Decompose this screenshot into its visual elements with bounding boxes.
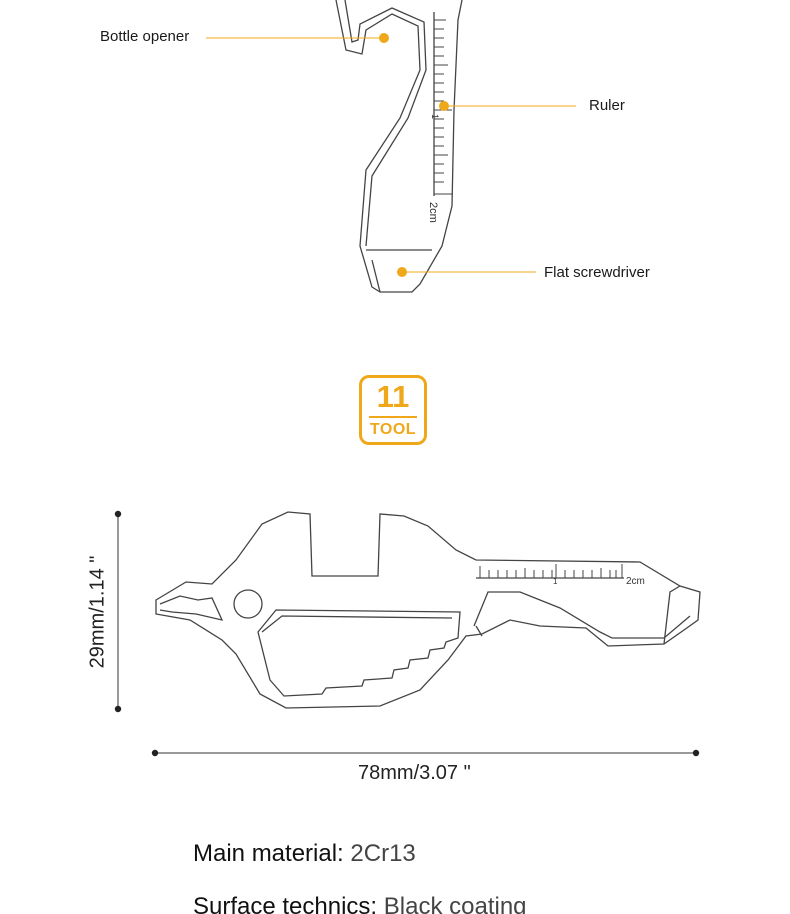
ruler-mark-1-top: 1	[430, 114, 440, 119]
callout-bottle-opener: Bottle opener	[100, 28, 190, 45]
ruler-mark-2cm-bottom: 2cm	[626, 576, 645, 587]
spec-row-surface: Surface technics: Black coating	[193, 893, 527, 914]
ruler-dot	[439, 101, 449, 111]
height-dimension-label: 29mm/1.14 "	[86, 555, 109, 669]
callout-ruler: Ruler	[589, 97, 625, 114]
badge-divider	[369, 416, 417, 418]
bottle-opener-dot	[379, 33, 389, 43]
screwdriver-dot	[397, 267, 407, 277]
spec-label: Main material:	[193, 840, 344, 867]
callout-flat-screwdriver: Flat screwdriver	[544, 264, 650, 281]
tool-count-badge: 11 TOOL	[359, 375, 427, 445]
spec-row-material: Main material: 2Cr13	[193, 840, 416, 868]
spec-value: 2Cr13	[350, 840, 416, 867]
ruler-mark-1-bottom: 1	[553, 577, 558, 586]
ruler-ticks	[434, 19, 452, 195]
tool-dimension-illustration: 1 2cm	[114, 510, 701, 757]
badge-word: TOOL	[369, 421, 417, 438]
badge-number: 11	[376, 379, 410, 414]
ruler-ticks-horizontal	[479, 564, 623, 578]
ruler-mark-2cm-top: 2cm	[427, 202, 439, 223]
spec-value: Black coating	[383, 893, 527, 914]
tool-closeup-illustration: 1 2cm	[206, 0, 576, 293]
spec-label: Surface technics:	[193, 893, 378, 914]
width-dimension-label: 78mm/3.07 "	[358, 762, 471, 784]
